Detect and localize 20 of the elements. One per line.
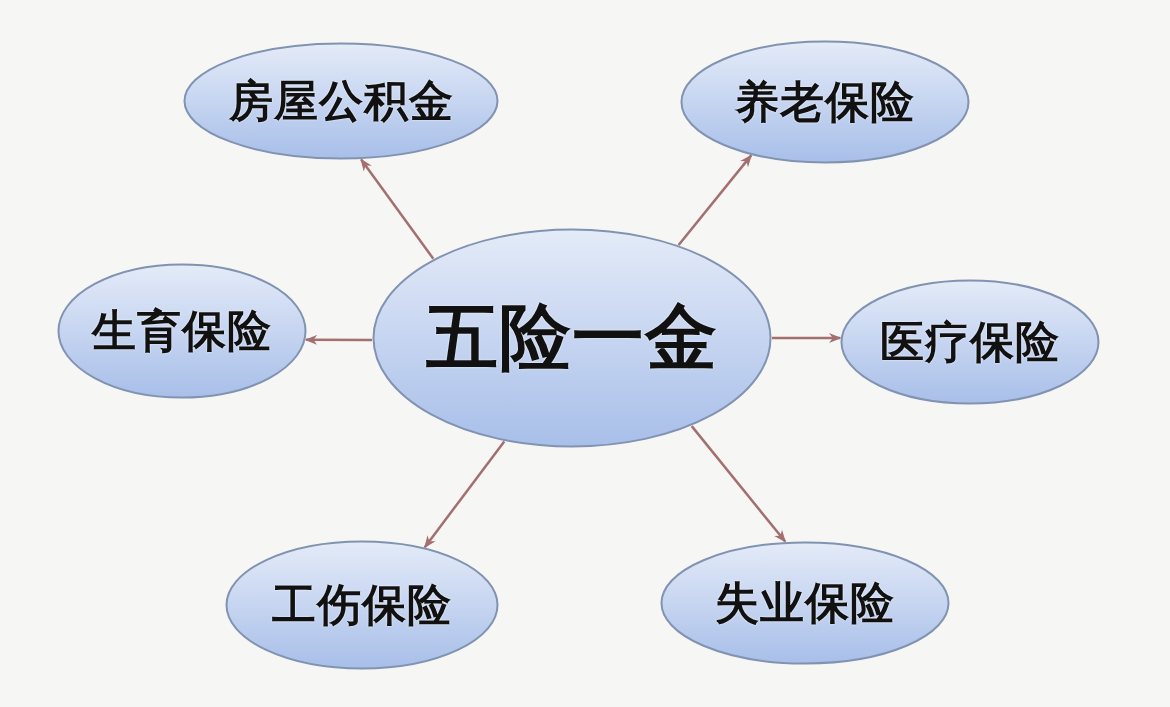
node-label: 养老保险 <box>735 77 915 127</box>
oval-node <box>183 42 499 160</box>
oval-node <box>680 40 970 164</box>
node-label: 失业保险 <box>715 578 895 628</box>
arrow <box>304 334 373 345</box>
oval-node <box>372 228 772 448</box>
oval-node <box>840 279 1100 405</box>
node-label: 医疗保险 <box>880 317 1060 367</box>
node-label: 房屋公积金 <box>228 76 454 126</box>
node-label: 五险一金 <box>426 298 718 378</box>
arrow <box>677 154 753 246</box>
arrow <box>772 333 842 343</box>
oval-node <box>660 541 950 665</box>
node-label: 工伤保险 <box>272 580 452 630</box>
node-label: 生育保险 <box>92 306 272 356</box>
arrow <box>360 158 435 260</box>
arrow <box>423 440 506 549</box>
oval-node <box>225 540 499 670</box>
oval-node <box>57 263 307 399</box>
arrow <box>690 425 787 543</box>
